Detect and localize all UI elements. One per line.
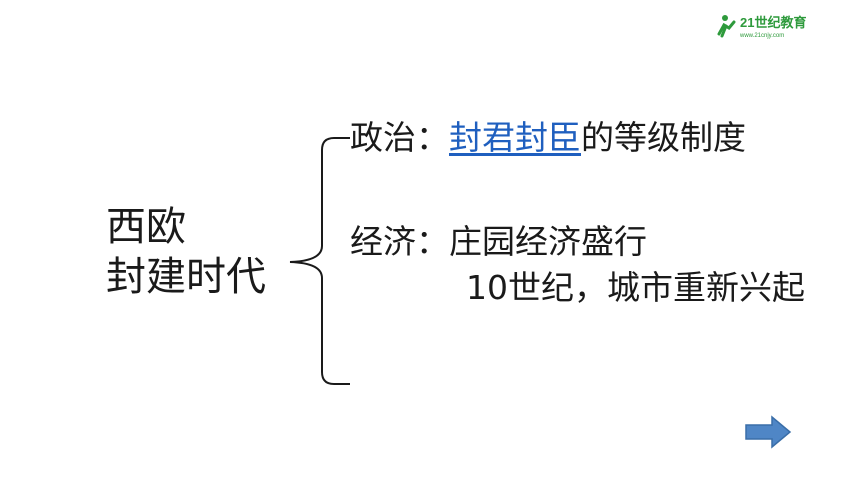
right-arrow-icon <box>745 415 792 449</box>
topic-title: 西欧 封建时代 <box>106 202 266 302</box>
economy-label: 经济： <box>350 222 449 261</box>
curly-bracket <box>289 137 350 385</box>
feudal-vassal-link[interactable]: 封君封臣 <box>449 118 581 157</box>
logo-mark: 21世纪教育 <box>740 15 806 30</box>
topic-line-1: 西欧 <box>106 204 186 250</box>
brand-logo: 21世纪教育 www.21cnjy.com <box>716 12 812 40</box>
politics-line: 政治：封君封臣的等级制度 <box>350 118 746 158</box>
economy-item-2: 10世纪，城市重新兴起 <box>466 268 805 307</box>
next-slide-button[interactable] <box>744 415 792 449</box>
politics-label: 政治： <box>350 118 449 157</box>
topic-line-2: 封建时代 <box>106 254 266 300</box>
economy-line-2: 10世纪，城市重新兴起 <box>466 268 805 308</box>
logo-url: www.21cnjy.com <box>739 33 784 39</box>
economy-line-1: 经济：庄园经济盛行 <box>350 222 647 262</box>
economy-item-1: 庄园经济盛行 <box>449 222 647 261</box>
politics-rest: 的等级制度 <box>581 118 746 157</box>
